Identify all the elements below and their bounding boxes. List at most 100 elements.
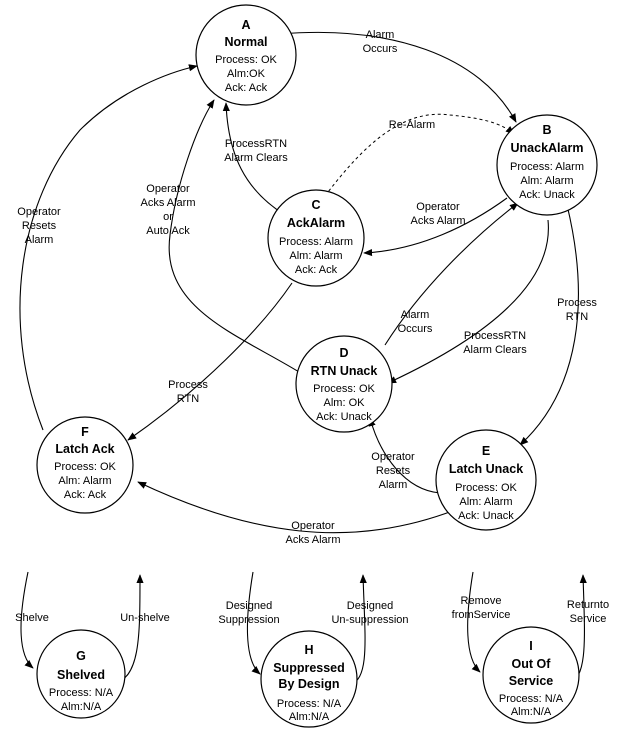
text-line: Ack: Ack (295, 264, 338, 276)
text-line: Acks Alarm (140, 197, 195, 209)
text-line: Service (570, 613, 607, 625)
text-line: Process: N/A (277, 698, 342, 710)
state-letter: A (241, 18, 250, 32)
state-name: Shelved (57, 668, 105, 682)
transition-edges (19, 31, 587, 686)
text-line: Process: N/A (49, 687, 114, 699)
edge-d-to-b (384, 202, 519, 346)
text-line: Alarm (366, 29, 395, 41)
text-line: Alarm (379, 479, 408, 491)
text-line: Normal (224, 35, 267, 49)
edge-c-to-b-realarm (324, 113, 515, 197)
text-line: Ack: Unack (519, 189, 575, 201)
text-line: Process: OK (54, 461, 116, 473)
text-line: Re-Alarm (389, 119, 435, 131)
text-line: Process: Alarm (510, 161, 584, 173)
state-letter: G (76, 649, 86, 663)
text-line: Suppressed (273, 661, 345, 675)
text-line: Occurs (398, 323, 433, 335)
edge-remove (467, 571, 481, 673)
edge-c-to-a (222, 102, 286, 216)
state-letter: D (339, 346, 348, 360)
text-line: RTN (566, 311, 588, 323)
text-line: Occurs (363, 43, 398, 55)
edge-e-to-d (368, 417, 441, 494)
text-line: Un-suppression (331, 614, 408, 626)
text-line: ProcessRTN (464, 330, 526, 342)
state-g: G Shelved Process: N/A Alm:N/A (36, 629, 126, 719)
text-line: By Design (278, 677, 339, 691)
state-name: AckAlarm (287, 216, 345, 230)
text-line: Service (509, 674, 554, 688)
text-line: Alm: Alarm (58, 475, 111, 487)
text-line: Operator (291, 520, 335, 532)
text-line: Operator (146, 183, 190, 195)
state-name: UnackAlarm (511, 141, 584, 155)
state-letter: F (81, 425, 89, 439)
text-line: Alm:N/A (511, 706, 552, 718)
text-line: Shelve (15, 612, 49, 624)
text-line: Auto Ack (146, 225, 190, 237)
text-line: Alm:N/A (61, 701, 102, 713)
text-line: Resets (22, 220, 57, 232)
text-line: Suppression (218, 614, 279, 626)
edge-suppress (246, 571, 261, 675)
text-line: Alm: OK (324, 397, 366, 409)
state-letter: B (542, 123, 551, 137)
text-line: Un-shelve (120, 612, 170, 624)
state-name: Suppressed By Design (273, 661, 345, 691)
state-name: Normal (224, 35, 267, 49)
text-line: Remove (461, 595, 502, 607)
state-name: Latch Unack (449, 462, 523, 476)
text-line: Alm: Alarm (459, 496, 512, 508)
edge-b-to-e (519, 204, 579, 446)
text-line: Acks Alarm (410, 215, 465, 227)
text-line: Process (168, 379, 208, 391)
text-line: Alm:OK (227, 68, 266, 80)
text-line: UnackAlarm (511, 141, 584, 155)
state-letter: C (311, 198, 320, 212)
text-line: Acks Alarm (285, 534, 340, 546)
state-name: RTN Unack (311, 364, 378, 378)
state-details: Process: N/A Alm:N/A (49, 687, 114, 713)
text-line: Designed (226, 600, 272, 612)
text-line: AckAlarm (287, 216, 345, 230)
text-line: Alm: Alarm (520, 175, 573, 187)
edge-b-to-c (363, 197, 508, 257)
text-line: Shelved (57, 668, 105, 682)
text-line: Designed (347, 600, 393, 612)
edge-f-to-a-reset (19, 64, 198, 431)
label-unshelve: Un-shelve (120, 612, 170, 624)
text-line: Process: OK (455, 482, 517, 494)
state-letter: H (304, 643, 313, 657)
text-line: or (163, 211, 173, 223)
state-letter: I (529, 639, 532, 653)
edge-d-to-a-ack (168, 99, 305, 376)
text-line: ProcessRTN (225, 138, 287, 150)
